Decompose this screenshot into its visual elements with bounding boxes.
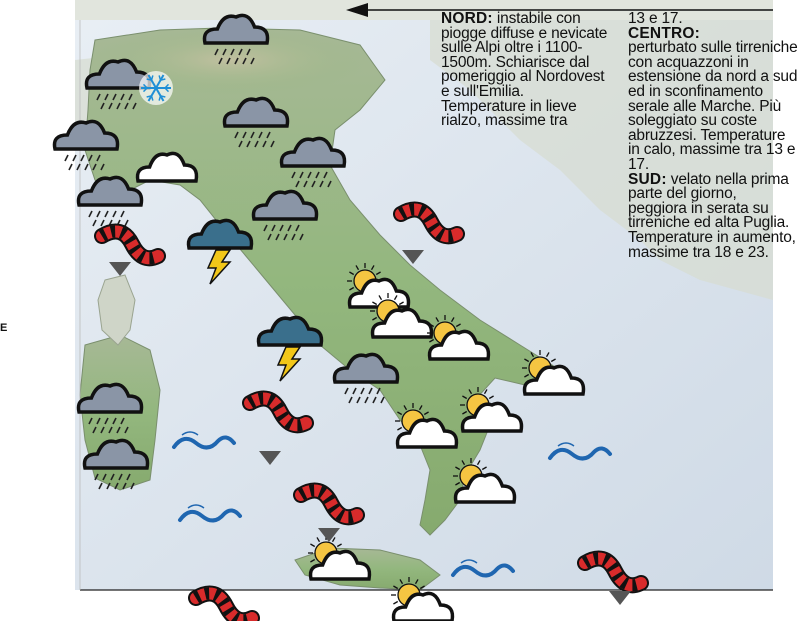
snowflake-icon <box>139 71 173 105</box>
forecast-column-right: 13 e 17. CENTRO:perturbato sulle tirreni… <box>628 10 798 261</box>
wind-sock-icon <box>242 390 314 434</box>
sun-behind-cloud-icon <box>308 535 372 581</box>
region-text-nord: instabile con piogge diffuse e nevicate … <box>441 10 608 130</box>
rain-cloud-icon <box>52 119 120 171</box>
rain-cloud-icon <box>76 382 144 434</box>
sun-behind-cloud-icon <box>370 293 434 339</box>
cloud-icon <box>135 151 199 183</box>
forecast-sud: SUD: velato nella prima parte del giorno… <box>628 170 798 261</box>
corsica <box>97 274 136 346</box>
thunderstorm-icon <box>186 218 254 285</box>
region-title-nord: NORD: <box>441 10 493 27</box>
sun-behind-cloud-icon <box>395 403 459 449</box>
wind-sock-icon <box>188 585 260 621</box>
wind-sock-icon <box>94 223 166 267</box>
rain-cloud-icon <box>202 13 270 65</box>
wind-direction-arrow-icon <box>609 591 631 605</box>
wind-direction-arrow-icon <box>259 451 281 465</box>
region-title-centro: CENTRO: <box>628 24 701 42</box>
forecast-nord-continued: 13 e 17. <box>628 10 683 27</box>
wind-sock-icon <box>577 550 649 594</box>
rain-cloud-icon <box>251 189 319 241</box>
rain-cloud-icon <box>76 175 144 227</box>
region-title-sud: SUD: <box>628 170 667 188</box>
thunderstorm-icon <box>256 315 324 382</box>
sun-behind-cloud-icon <box>427 315 491 361</box>
weather-symbols-layer <box>52 13 649 621</box>
wind-direction-arrow-icon <box>402 250 424 264</box>
wind-direction-arrow-icon <box>109 262 131 276</box>
forecast-centro: CENTRO:perturbato sulle tirreniche con a… <box>628 24 798 173</box>
region-text-sud: velato nella prima parte del giorno, peg… <box>628 170 796 261</box>
wind-sock-icon <box>293 482 365 526</box>
sun-behind-cloud-icon <box>522 350 586 396</box>
wind-sock-icon <box>393 201 465 245</box>
sea-waves-icon <box>548 442 612 461</box>
sun-behind-cloud-icon <box>453 458 517 504</box>
sea-waves-icon <box>451 559 515 578</box>
sea-waves-icon <box>172 431 236 450</box>
neighbouring-land <box>75 0 773 300</box>
forecast-nord: NORD: instabile con piogge diffuse e nev… <box>441 10 611 130</box>
top-direction-arrow <box>346 3 773 17</box>
rain-cloud-icon <box>332 352 400 404</box>
rain-cloud-icon <box>82 438 150 490</box>
edge-label: E <box>0 322 8 334</box>
region-text-centro: perturbato sulle tirreniche con acquazzo… <box>628 39 798 173</box>
sun-behind-cloud-icon <box>347 263 411 309</box>
sun-behind-cloud-icon <box>391 577 455 621</box>
wind-direction-arrow-icon <box>318 528 340 542</box>
sun-behind-cloud-icon <box>460 387 524 433</box>
rain-cloud-icon <box>279 136 347 188</box>
sea-waves-icon <box>178 504 242 523</box>
italy-weather-map <box>52 0 773 621</box>
rain-cloud-icon <box>222 96 290 148</box>
forecast-column-left: NORD: instabile con piogge diffuse e nev… <box>441 10 611 130</box>
